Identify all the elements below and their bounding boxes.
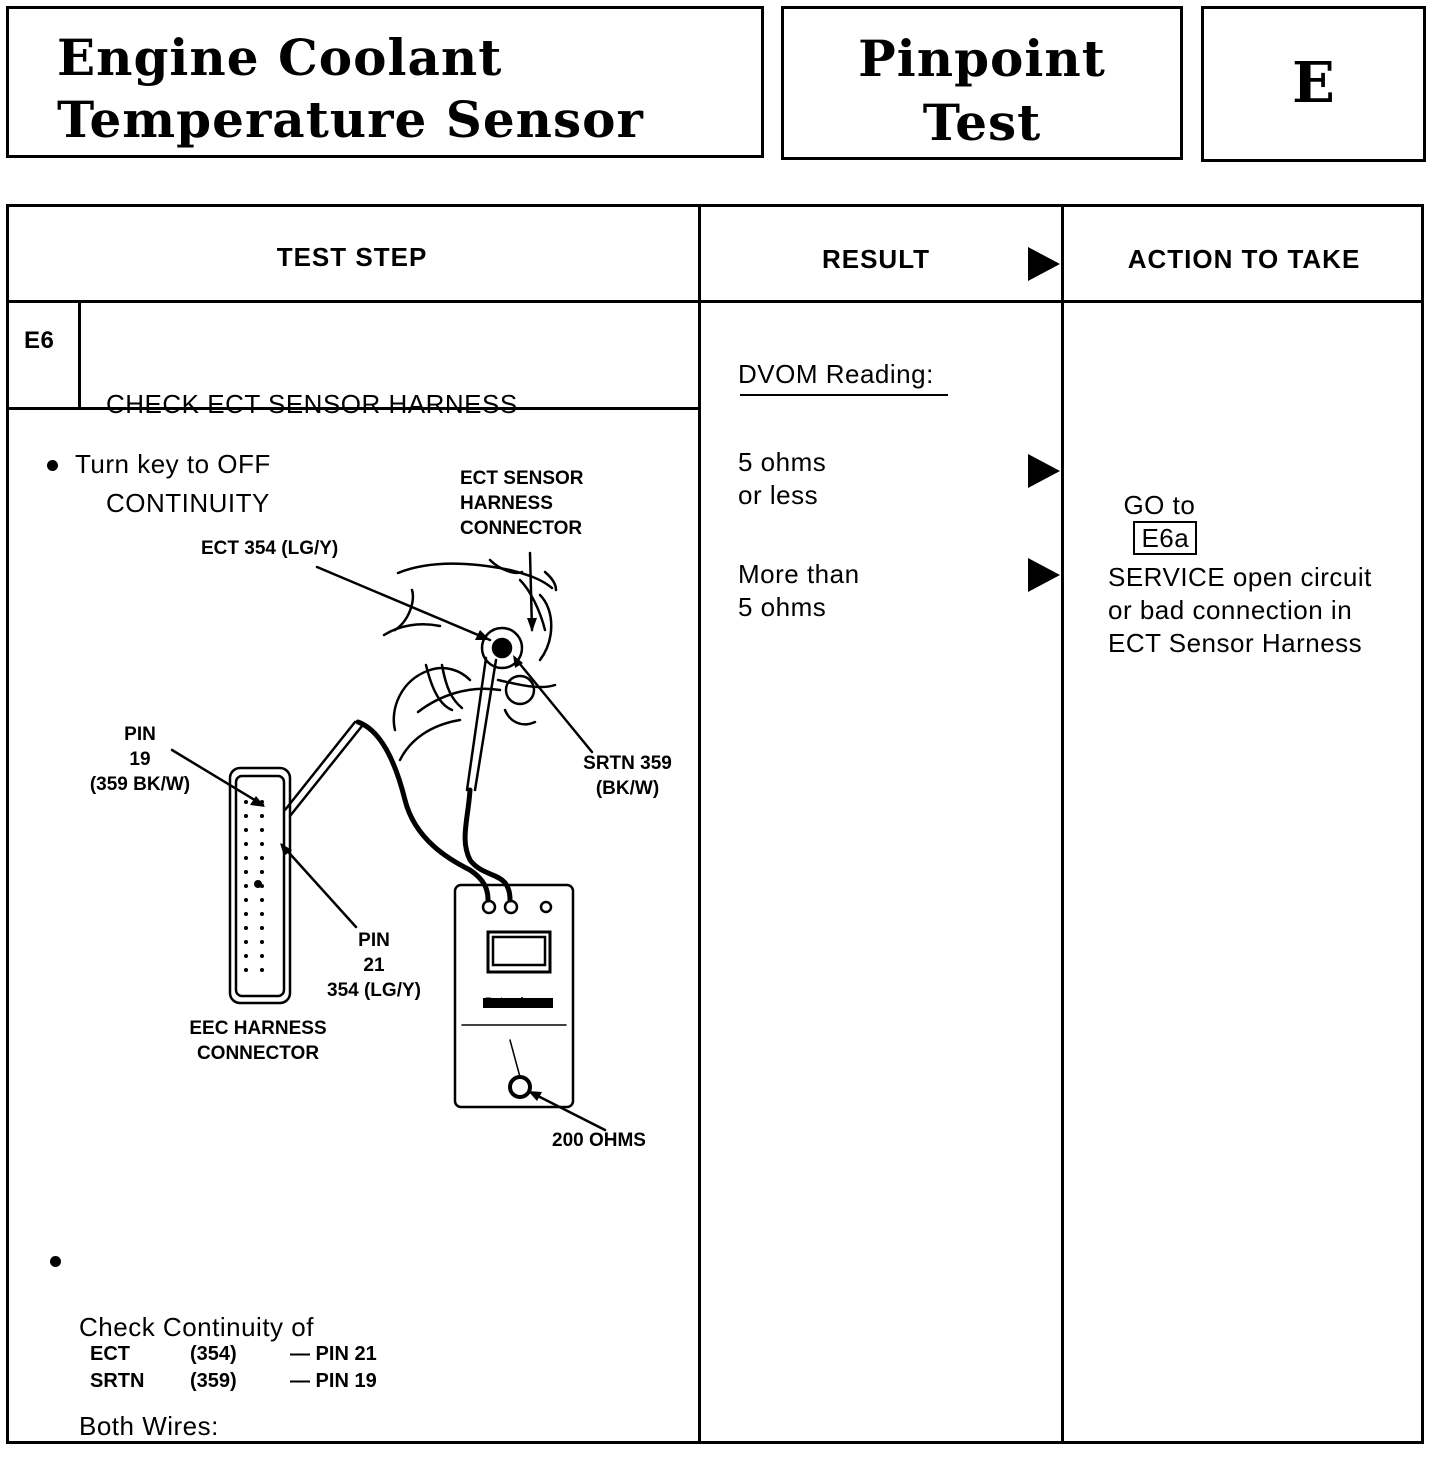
pinpoint-title: Pinpoint Test bbox=[784, 27, 1180, 155]
dvom-meter bbox=[453, 883, 575, 1109]
instruction-turn-key: Turn key to OFF bbox=[75, 449, 271, 479]
wire-name: SRTN bbox=[90, 1370, 145, 1392]
eec-harness-connector bbox=[228, 766, 292, 1005]
step-ref-e6a[interactable]: E6a bbox=[1133, 521, 1198, 555]
label-200-ohms: 200 OHMS bbox=[552, 1130, 646, 1151]
wire-name: ECT bbox=[90, 1343, 130, 1365]
wire-circuit: (359) bbox=[190, 1370, 237, 1392]
bullet-icon bbox=[50, 1256, 61, 1267]
column-divider-2 bbox=[1061, 204, 1064, 1444]
action-service: SERVICE open circuit or bad connection i… bbox=[1108, 562, 1372, 658]
step-divider bbox=[6, 407, 700, 410]
page-title: Engine Coolant Temperature Sensor bbox=[57, 27, 644, 151]
wire-circuit: (354) bbox=[190, 1343, 237, 1365]
step-title-line-2: CONTINUITY bbox=[106, 488, 270, 518]
ect-sensor-connector bbox=[480, 626, 524, 670]
label-pin19: PIN 19 (359 BK/W) bbox=[89, 724, 191, 795]
title-box: Engine Coolant Temperature Sensor bbox=[6, 6, 764, 158]
title-line-1: Engine Coolant bbox=[57, 28, 503, 87]
step-id-divider bbox=[78, 302, 81, 408]
title-line-2: Temperature Sensor bbox=[57, 90, 644, 149]
meter-lead bbox=[355, 719, 491, 903]
result-heading-underline bbox=[740, 394, 948, 396]
wire-pin: — PIN 19 bbox=[290, 1370, 377, 1392]
section-letter: E bbox=[1292, 50, 1335, 116]
instruction-check-continuity: Check Continuity of Both Wires: bbox=[79, 1245, 314, 1476]
label-ect-sensor-connector: ECT SENSOR HARNESS CONNECTOR bbox=[460, 468, 584, 539]
pinpoint-line-1: Pinpoint bbox=[858, 29, 1106, 88]
wire-pin: — PIN 21 bbox=[290, 1343, 377, 1365]
step-title: CHECK ECT SENSOR HARNESS CONTINUITY bbox=[106, 322, 518, 553]
result-more-than-5-ohms: More than 5 ohms bbox=[738, 559, 860, 622]
col-header-result: RESULT bbox=[821, 244, 931, 274]
column-divider-1 bbox=[698, 204, 701, 1444]
result-heading: DVOM Reading: bbox=[738, 359, 934, 389]
wiring-diagram bbox=[170, 551, 607, 1132]
section-box: E bbox=[1201, 6, 1426, 162]
label-srtn-wire: SRTN 359 (BK/W) bbox=[583, 753, 672, 799]
label-pin21: PIN 21 354 (LG/Y) bbox=[327, 930, 421, 1001]
meter-lead bbox=[462, 787, 513, 903]
meter-brand: Rotunda bbox=[485, 996, 530, 1008]
arrow-icon bbox=[1028, 454, 1060, 488]
arrow-icon bbox=[1028, 558, 1060, 592]
pinpoint-box: Pinpoint Test bbox=[781, 6, 1183, 160]
meter-range-dial bbox=[508, 1075, 532, 1099]
result-5-ohms-or-less: 5 ohms or less bbox=[738, 447, 827, 510]
pinpoint-line-2: Test bbox=[922, 93, 1042, 152]
meter-display bbox=[486, 930, 552, 974]
action-go-to-label: GO to bbox=[1123, 490, 1196, 520]
instruction-line-2: Both Wires: bbox=[79, 1411, 219, 1441]
step-id: E6 bbox=[24, 327, 55, 354]
label-ect-wire: ECT 354 (LG/Y) bbox=[201, 538, 339, 559]
action-go-to: GO to E6a bbox=[1108, 456, 1198, 555]
col-header-test-step: TEST STEP bbox=[276, 242, 428, 272]
bullet-icon bbox=[47, 460, 58, 471]
step-title-line-1: CHECK ECT SENSOR HARNESS bbox=[106, 389, 518, 419]
result-arrow-icon bbox=[1028, 247, 1060, 281]
engine-sketch bbox=[396, 562, 554, 590]
header-divider bbox=[6, 300, 1424, 303]
instruction-line-1: Check Continuity of bbox=[79, 1312, 314, 1342]
test-table bbox=[6, 204, 1424, 1444]
col-header-action: ACTION TO TAKE bbox=[1127, 244, 1361, 274]
label-eec-connector: EEC HARNESS CONNECTOR bbox=[189, 1018, 327, 1064]
